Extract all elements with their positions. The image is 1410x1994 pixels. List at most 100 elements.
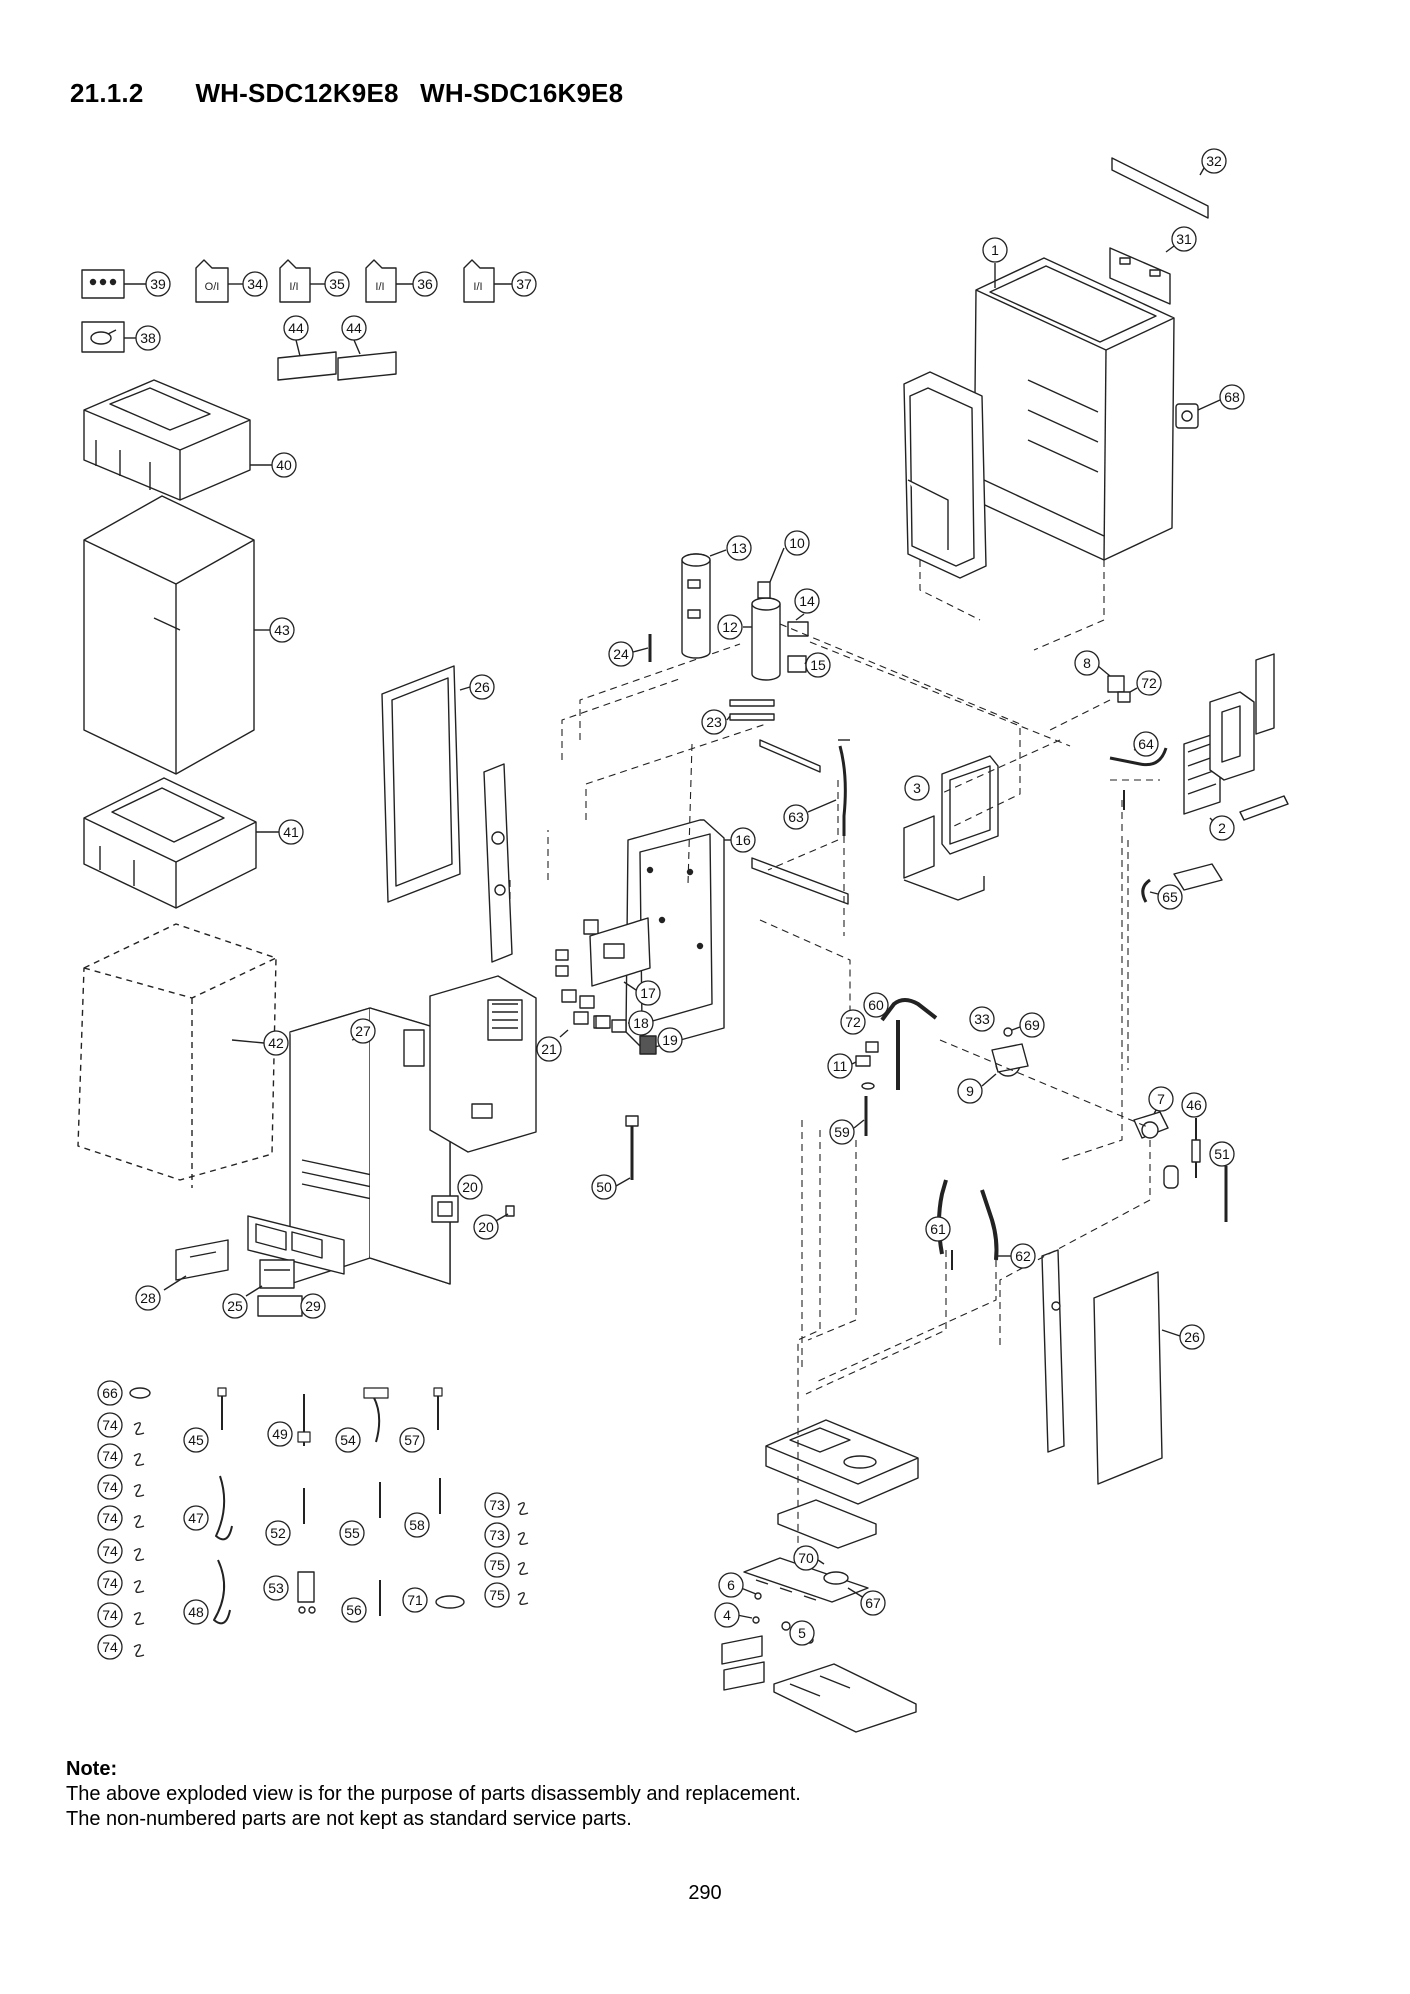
accessory-part-38 [81,321,136,353]
part-number: 67 [865,1595,881,1611]
mounting-bracket-20a [431,1187,463,1223]
part-callout-40: 40 [271,452,297,478]
section-number: 21.1.2 [70,78,144,108]
part-callout-3: 3 [904,775,930,801]
drain-bracket [777,1499,877,1549]
installation-instructions-booklet-37: I/I [463,259,512,303]
part-number: 20 [462,1179,478,1195]
side-panel-26-right [1093,1271,1181,1485]
part-callout-4: 4 [714,1602,740,1628]
top-bracket-32 [1111,157,1209,219]
model-list: WH-SDC12K9E8 WH-SDC16K9E8 [195,78,637,108]
part-callout-51: 51 [1209,1141,1235,1167]
grommet-68 [1175,399,1221,429]
part-callout-74: 74 [97,1538,123,1564]
part-callout-6: 6 [718,1572,744,1598]
part-number: 50 [596,1179,612,1195]
part-number: 40 [276,457,292,473]
sensor-24 [632,634,652,662]
part-number: 15 [810,657,826,673]
sensor-59 [853,1082,875,1136]
part-callout-37: 37 [511,271,537,297]
part-callout-11: 11 [827,1053,853,1079]
part-number: 14 [799,593,815,609]
part-number: 64 [1138,736,1154,752]
part-callout-12: 12 [717,614,743,640]
part-callout-71: 71 [402,1587,428,1613]
part-number: 11 [833,1058,848,1074]
display-window-panel [247,1215,345,1275]
part-number: 29 [305,1298,321,1314]
part-callout-17: 17 [635,980,661,1006]
part-callout-46: 46 [1181,1092,1207,1118]
part-callout-74: 74 [97,1505,123,1531]
part-callout-26: 26 [469,674,495,700]
valve-coil [1163,1165,1179,1189]
part-number: 44 [288,320,304,336]
part-callout-27: 27 [350,1018,376,1044]
part-callout-53: 53 [263,1575,289,1601]
nut-33 [1003,1027,1013,1037]
part-callout-16: 16 [730,827,756,853]
part-callout-47: 47 [183,1505,209,1531]
part-callout-54: 54 [335,1427,361,1453]
part-callout-74: 74 [97,1570,123,1596]
part-number: 9 [966,1083,974,1099]
part-callout-32: 32 [1201,148,1227,174]
cover-plate-29 [257,1295,303,1317]
part-callout-48: 48 [183,1599,209,1625]
installation-instructions-booklet-35: I/I [279,259,325,303]
flow-switch-8 [1097,665,1125,693]
part-number: 45 [188,1432,204,1448]
svg-text:O/I: O/I [205,281,220,293]
part-callout-41: 41 [278,819,304,845]
part-number: 42 [268,1035,284,1051]
relay-19 [639,1035,657,1055]
part-number: 10 [789,535,805,551]
page-heading: 21.1.2 WH-SDC12K9E8 WH-SDC16K9E8 [70,78,637,109]
heat-exchanger-insulation [1209,691,1255,781]
part-number: 60 [868,997,884,1013]
operating-instructions-booklet: O/I [195,259,243,303]
part-number: 8 [1083,655,1091,671]
thermal-protector-15 [787,655,807,673]
mounting-bracket-20b [493,1205,515,1223]
part-number: 73 [489,1527,505,1543]
part-number: 63 [788,809,804,825]
part-number: 68 [1224,389,1240,405]
hose-clamps-73-75 [517,1502,529,1606]
part-callout-13: 13 [726,535,752,561]
note-line: The non-numbered parts are not kept as s… [66,1808,632,1830]
part-number: 17 [640,985,656,1001]
part-number: 75 [489,1587,505,1603]
part-number: 71 [407,1592,423,1608]
part-number: 12 [722,619,738,635]
label-sheets-44 [277,339,397,381]
model-name: WH-SDC16K9E8 [420,78,624,108]
part-number: 39 [150,276,166,292]
part-callout-66: 66 [97,1380,123,1406]
part-number: 74 [102,1575,118,1591]
part-number: 74 [102,1448,118,1464]
part-callout-57: 57 [399,1427,425,1453]
part-number: 56 [346,1602,362,1618]
pressure-relief-valve-14 [787,613,809,637]
part-number: 65 [1162,889,1178,905]
part-number: 74 [102,1639,118,1655]
part-callout-49: 49 [267,1421,293,1447]
part-callout-64: 64 [1133,731,1159,757]
part-callout-50: 50 [591,1174,617,1200]
part-callout-75: 75 [484,1552,510,1578]
part-number: 2 [1218,820,1226,836]
pcb-17 [589,917,651,991]
packing-carton-43 [83,495,270,775]
part-number: 21 [541,1041,557,1057]
part-callout-74: 74 [97,1602,123,1628]
part-number: 5 [798,1625,806,1641]
part-callout-73: 73 [484,1522,510,1548]
part-number: 26 [1184,1329,1200,1345]
part-number: 34 [247,276,263,292]
rod-assembly [759,739,821,773]
heater-vessel-12 [743,597,781,681]
